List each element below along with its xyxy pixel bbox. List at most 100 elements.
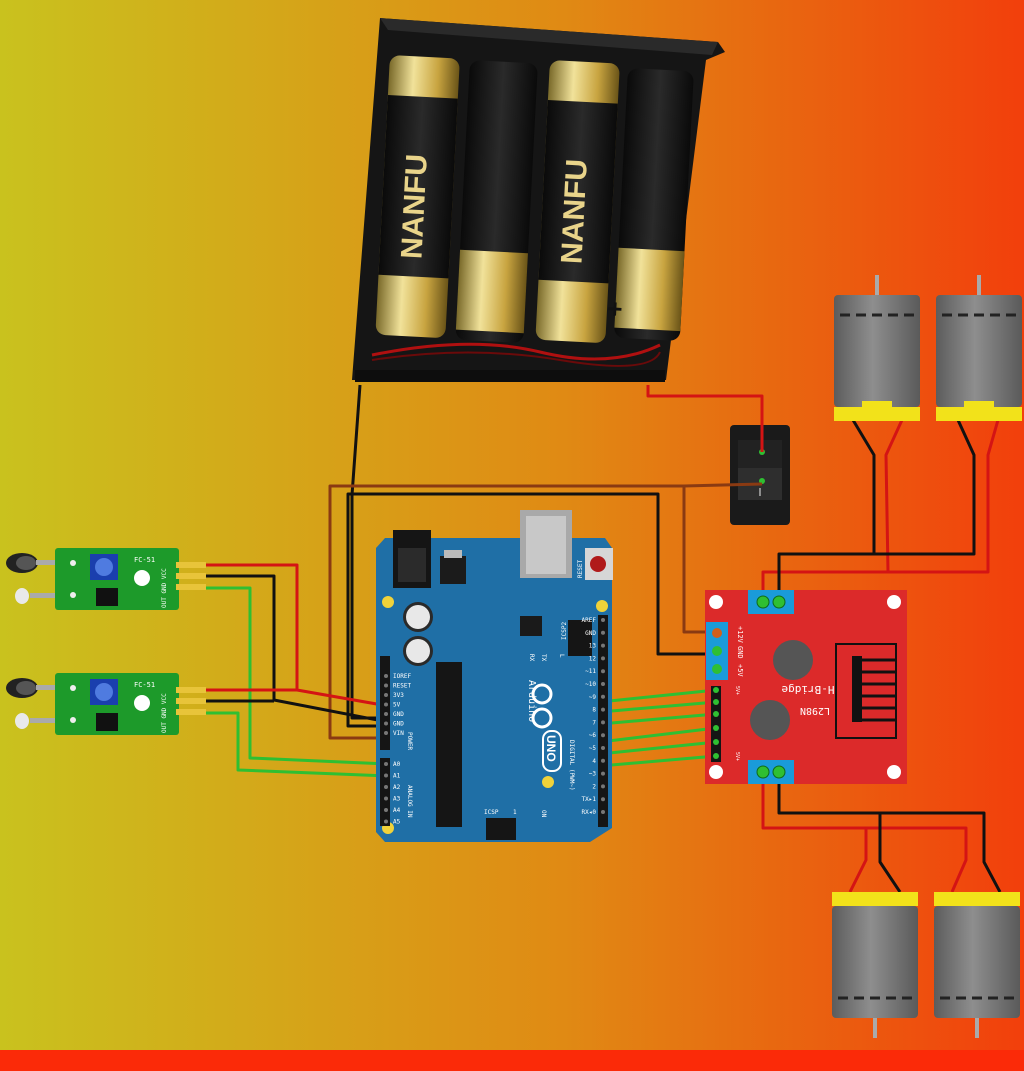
battery-plus-mark: +	[607, 293, 624, 324]
motor-bottom-right	[934, 892, 1020, 1038]
hbridge-name: L298N	[800, 705, 830, 716]
wire-motorB-black	[777, 782, 1002, 893]
pin-hole	[384, 762, 388, 766]
hbridge-pin-5v: +5V	[736, 664, 744, 677]
pin-hole	[384, 683, 388, 688]
pin-hole	[601, 758, 605, 763]
wire-hbridge-gnd	[346, 492, 716, 728]
pin-label: ~6	[589, 732, 597, 739]
wire-sensor1-vcc	[205, 563, 389, 708]
wire-d8-in3	[599, 712, 717, 726]
arduino-logo-icon	[531, 683, 553, 729]
wire-d5-enb	[599, 754, 717, 768]
pin-label: A3	[393, 796, 401, 803]
pin-label: 7	[592, 719, 596, 726]
wire-d7-in4	[599, 726, 717, 744]
pin-hole	[601, 694, 605, 699]
hbridge-5v-a: 5V+	[734, 686, 740, 695]
pin-label: AREF	[582, 617, 597, 624]
pin-label: 4	[592, 758, 596, 765]
hbridge-pin-gnd: GND	[736, 646, 744, 659]
arduino-analog-label: ANALOG IN	[406, 785, 413, 818]
arduino-icsp-label: ICSP	[484, 809, 499, 816]
wire-motorB-black2	[878, 813, 902, 893]
pin-label: GND	[393, 711, 404, 718]
pin-hole	[601, 630, 605, 635]
arduino-tx-label: TX	[540, 654, 547, 662]
pin-hole	[384, 731, 388, 735]
pin-label: ~11	[585, 668, 596, 675]
pin-label: IOREF	[393, 673, 411, 680]
hbridge-5v-b: 5V+	[734, 752, 740, 761]
arduino-model: UNO	[544, 735, 558, 762]
pin-label: ~5	[589, 745, 597, 752]
wire-sensor1-gnd	[205, 574, 389, 724]
pin-label: A4	[393, 807, 401, 814]
battery-cell-1-label: NANFU	[395, 153, 433, 260]
pin-label: 8	[592, 707, 596, 714]
motor-bottom-left	[832, 892, 918, 1038]
pin-hole	[601, 797, 605, 802]
pin-label: 2	[592, 783, 596, 790]
wire-switch-to-vin	[328, 484, 684, 740]
motor-top-left	[834, 275, 920, 421]
pin-label: 12	[589, 655, 597, 662]
pin-label: RX◂0	[582, 809, 597, 816]
ir-sensor-2: FC-51 OUT GND VCC	[6, 673, 206, 735]
pin-hole	[601, 720, 605, 725]
pin-label: ~9	[589, 694, 597, 701]
pin-hole	[601, 707, 605, 712]
pin-hole	[384, 721, 388, 726]
pin-hole	[601, 643, 605, 648]
sensor-2-pins: OUT GND VCC	[161, 693, 168, 733]
wire-motorB-red	[761, 782, 968, 893]
bottom-bar	[0, 1050, 1024, 1071]
pin-label: A0	[393, 761, 401, 768]
arduino-l-label: L	[558, 654, 565, 658]
pin-hole	[601, 656, 605, 661]
pin-hole	[601, 810, 605, 814]
pin-label: ~10	[585, 681, 596, 688]
wires	[205, 384, 1002, 893]
pin-label: ~3	[589, 771, 597, 778]
arduino-icsp2-label: ICSP2	[561, 622, 568, 640]
wire-battery-to-switch	[646, 385, 764, 452]
arduino-icsp-pin: 1	[513, 809, 517, 816]
arduino-rx-label: RX	[528, 654, 535, 662]
pin-hole	[384, 693, 388, 697]
pin-hole	[601, 771, 605, 776]
wire-d6-ena	[599, 740, 717, 756]
pin-hole	[384, 796, 388, 801]
pin-hole	[601, 682, 605, 686]
wire-sensor1-out	[205, 586, 389, 766]
wire-motorA-red	[761, 419, 1000, 598]
pin-hole	[601, 784, 605, 789]
wire-motorA-black2	[851, 419, 876, 554]
sensor-2-label: FC-51	[134, 681, 155, 689]
arduino-reset-label: RESET	[577, 560, 584, 578]
pin-label: 13	[589, 643, 597, 650]
pin-label: 5V	[393, 702, 401, 709]
hbridge-subtitle: H-Bridge	[782, 683, 835, 696]
pin-hole	[384, 773, 388, 778]
switch-mark: I	[758, 486, 761, 499]
pin-hole	[384, 712, 388, 716]
motor-top-right	[936, 275, 1022, 421]
wire-motorA-black	[777, 419, 976, 598]
power-switch[interactable]: I	[730, 425, 790, 525]
pin-label: GND	[393, 721, 404, 728]
wire-sensor2-out	[205, 711, 389, 778]
pin-label: GND	[585, 630, 596, 637]
ir-sensor-1: FC-51 OUT GND VCC	[6, 548, 206, 610]
hbridge-pin-12v: +12V	[736, 626, 744, 644]
pin-hole	[601, 669, 605, 674]
pin-label: RESET	[393, 683, 411, 690]
arduino-on-label: ON	[540, 810, 547, 818]
sensor-1-pins: OUT GND VCC	[161, 568, 168, 608]
arduino-uno: RESET ICSP2 TX RX L Arduino UNO	[376, 510, 613, 842]
pin-hole	[384, 702, 388, 707]
